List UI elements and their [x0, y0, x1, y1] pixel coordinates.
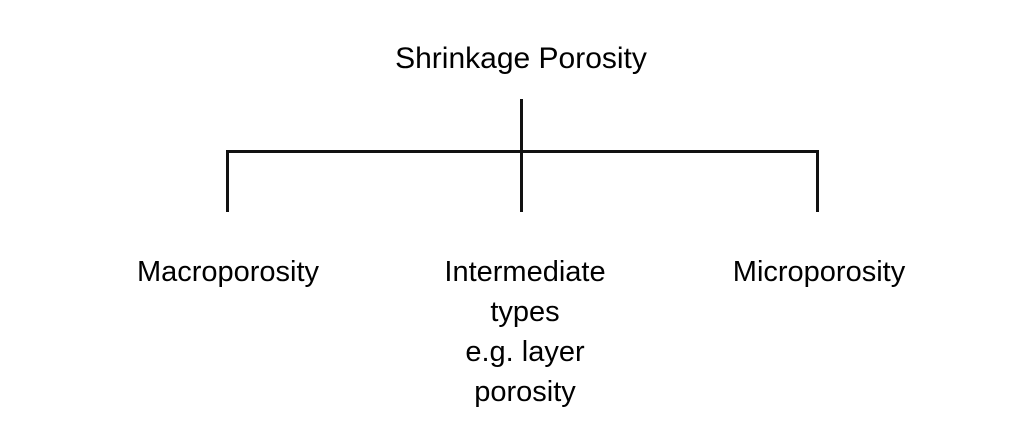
- branch-label-line: e.g. layer: [465, 336, 585, 368]
- branch-label-macroporosity: Macroporosity: [137, 252, 319, 292]
- branch-label-intermediate-types: Intermediate types e.g. layer porosity: [444, 252, 605, 412]
- branch-label-line: types: [490, 296, 560, 328]
- branch-label-line: porosity: [474, 376, 576, 408]
- branch-label-microporosity: Microporosity: [733, 252, 905, 292]
- branch-label-line: Microporosity: [732, 256, 906, 288]
- root-stem-line: [520, 99, 523, 212]
- horizontal-connector-line: [226, 150, 819, 153]
- branch-label-line: Intermediate: [444, 256, 606, 288]
- branch-drop-line-left: [226, 150, 229, 212]
- branch-label-line: Macroporosity: [136, 256, 320, 288]
- branch-drop-line-right: [816, 150, 819, 212]
- root-node-label: Shrinkage Porosity: [395, 42, 647, 75]
